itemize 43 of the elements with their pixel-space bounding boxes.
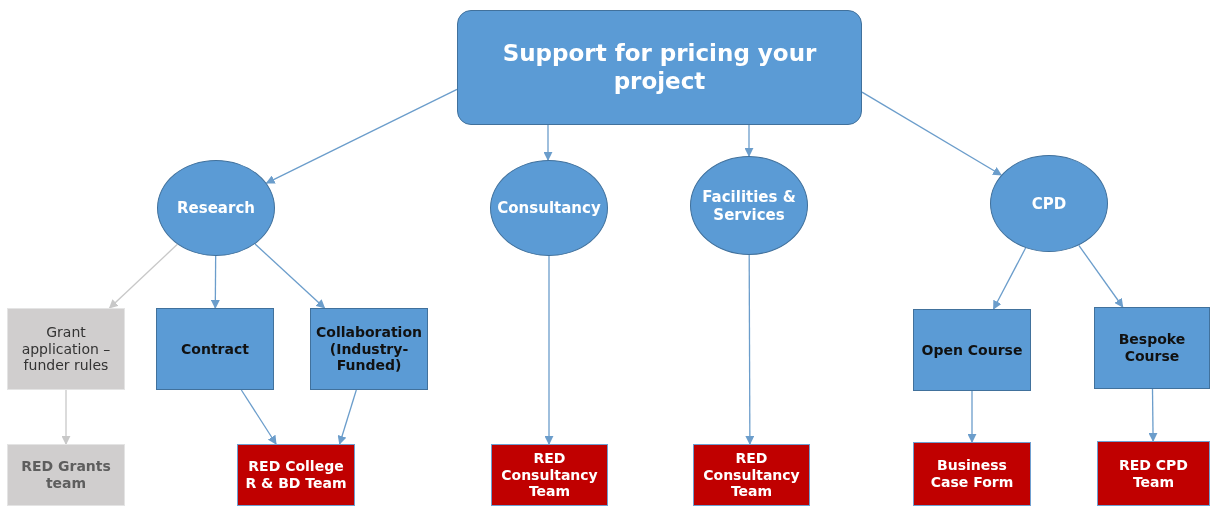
arrow — [544, 255, 554, 445]
arrow — [992, 247, 1027, 310]
arrow — [240, 389, 277, 445]
arrow — [265, 88, 458, 184]
node-label: RED Consultancy Team — [702, 449, 801, 501]
node-label: Facilities & Services — [701, 187, 797, 224]
node-label: RED Consultancy Team — [500, 449, 599, 501]
node-label: CPD — [1031, 194, 1067, 213]
process-box — [310, 308, 428, 390]
arrow — [745, 254, 755, 445]
node-label: Research — [177, 199, 255, 217]
process-box — [913, 309, 1031, 391]
process-box — [1094, 307, 1210, 389]
team-box — [693, 444, 810, 506]
node-label: Grant application – funder rules — [20, 323, 112, 375]
team-box — [913, 442, 1031, 506]
node-label: Support for pricing your project — [501, 39, 818, 96]
arrow — [967, 390, 977, 443]
node-label: Business Case Form — [929, 457, 1015, 491]
node-label: RED Grants team — [20, 458, 112, 492]
arrow — [1078, 244, 1124, 308]
team-box — [1097, 441, 1210, 506]
process-box — [7, 308, 125, 390]
arrow — [210, 255, 220, 309]
team-box — [7, 444, 125, 506]
node-label: RED College R & BD Team — [244, 458, 348, 492]
team-box — [491, 444, 608, 506]
node-label: Consultancy — [497, 199, 601, 217]
node-label: Open Course — [921, 341, 1023, 359]
node-label: Collaboration (Industry-Funded) — [315, 323, 423, 375]
node-label: Bespoke Course — [1117, 331, 1187, 365]
arrow — [861, 91, 1002, 176]
node-label: RED CPD Team — [1118, 456, 1189, 491]
arrow — [254, 243, 326, 309]
arrow — [61, 389, 71, 445]
title-box — [457, 10, 862, 125]
node-label: Contract — [181, 340, 249, 358]
arrow — [1148, 388, 1158, 442]
team-box — [237, 444, 355, 506]
arrow — [337, 389, 357, 445]
arrow — [543, 124, 553, 161]
process-box — [156, 308, 274, 390]
arrow — [744, 124, 754, 157]
